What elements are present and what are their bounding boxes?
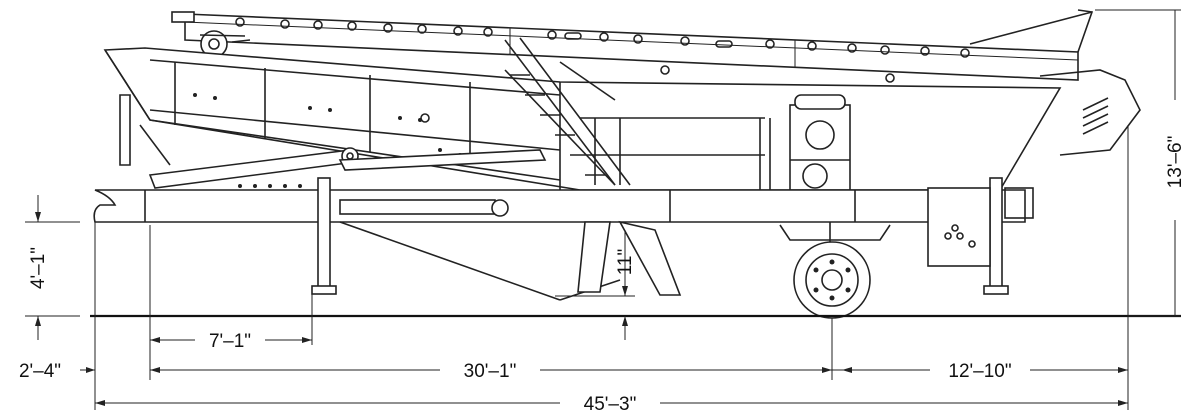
control-panel (927, 187, 1034, 267)
stairway-platform (504, 37, 771, 190)
dimension-lines (25, 9, 1181, 410)
dim-rear-overhang: 2'–4" (19, 361, 61, 382)
center-pivot-leg (577, 220, 682, 296)
upper-conveyor-truss (171, 9, 1141, 156)
axle-wheel (779, 222, 891, 319)
dim-frame-height: 4'–1" (28, 247, 49, 289)
main-chassis-frame (93, 184, 1026, 223)
dim-overall-length: 45'–3" (584, 394, 637, 413)
dim-overall-height: 13'–6" (1165, 136, 1181, 189)
vent-slots (1082, 97, 1109, 135)
engine-power-unit (789, 94, 851, 191)
dim-axle-to-end: 12'–10" (948, 361, 1011, 382)
hydraulic-cylinder (339, 199, 621, 301)
upper-conveyor-bolt-holes (235, 17, 970, 58)
dim-ground-clearance: 11" (615, 249, 636, 275)
rear-jack-leg (311, 177, 337, 295)
dim-jack-spacing: 7'–1" (209, 331, 251, 352)
dim-support-to-axle: 30'–1" (464, 361, 517, 382)
support-strut (148, 147, 547, 189)
